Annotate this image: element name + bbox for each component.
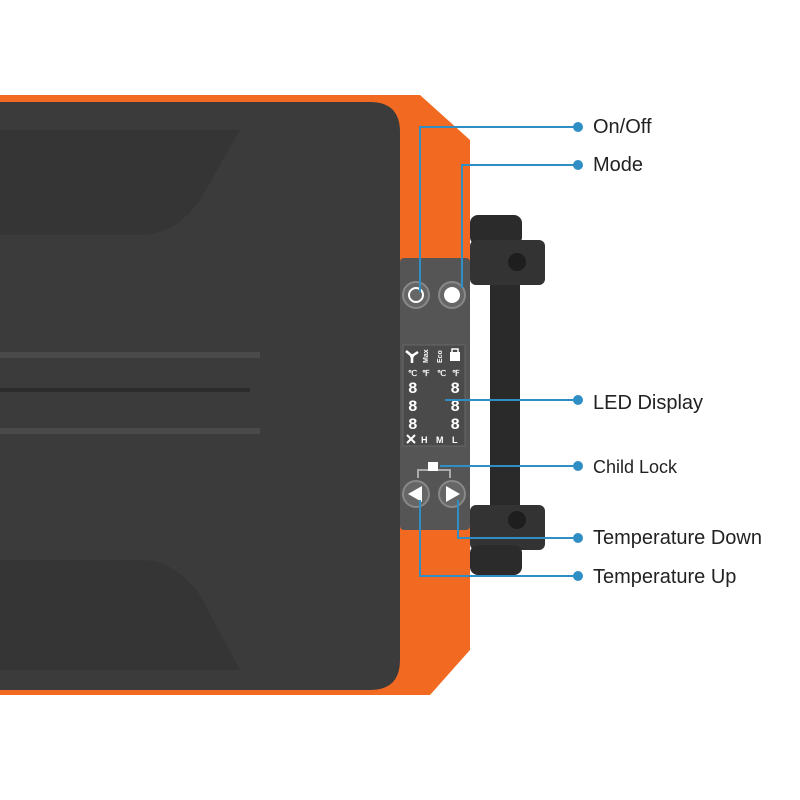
level-l: L [452,435,458,445]
unit-c-2: ℃ [437,369,446,378]
tag-eco: Eco [437,350,444,363]
callout-child-lock: Child Lock [593,457,678,477]
callout-on-off: On/Off [593,116,652,138]
callout-led-display: LED Display [593,392,704,414]
fan-icon [405,350,419,363]
power-button[interactable] [402,281,430,309]
level-m: M [436,435,444,445]
unit-c-1: ℃ [408,369,417,378]
mode-button[interactable] [438,281,466,309]
callout-mode: Mode [593,154,644,176]
leader-dots [573,122,583,581]
handle [470,215,545,575]
temperature-up-button[interactable] [402,480,430,508]
tools-icon [406,434,416,444]
unit-f-2: ℉ [452,369,460,378]
lock-icon [450,348,460,361]
led-display: Max Eco ℃ ℉ ℃ ℉ 88 88 88 H M L [402,344,466,447]
temperature-down-button[interactable] [438,480,466,508]
control-panel: Max Eco ℃ ℉ ℃ ℉ 88 88 88 H M L [400,258,470,530]
callout-temperature-down: Temperature Down [593,527,762,549]
level-h: H [421,435,428,445]
leader-lines [419,126,578,577]
child-lock-icon [417,462,451,478]
unit-f-1: ℉ [422,369,430,378]
tag-max: Max [423,349,430,363]
dark-body [0,102,400,690]
callout-temperature-up: Temperature Up [593,566,737,588]
